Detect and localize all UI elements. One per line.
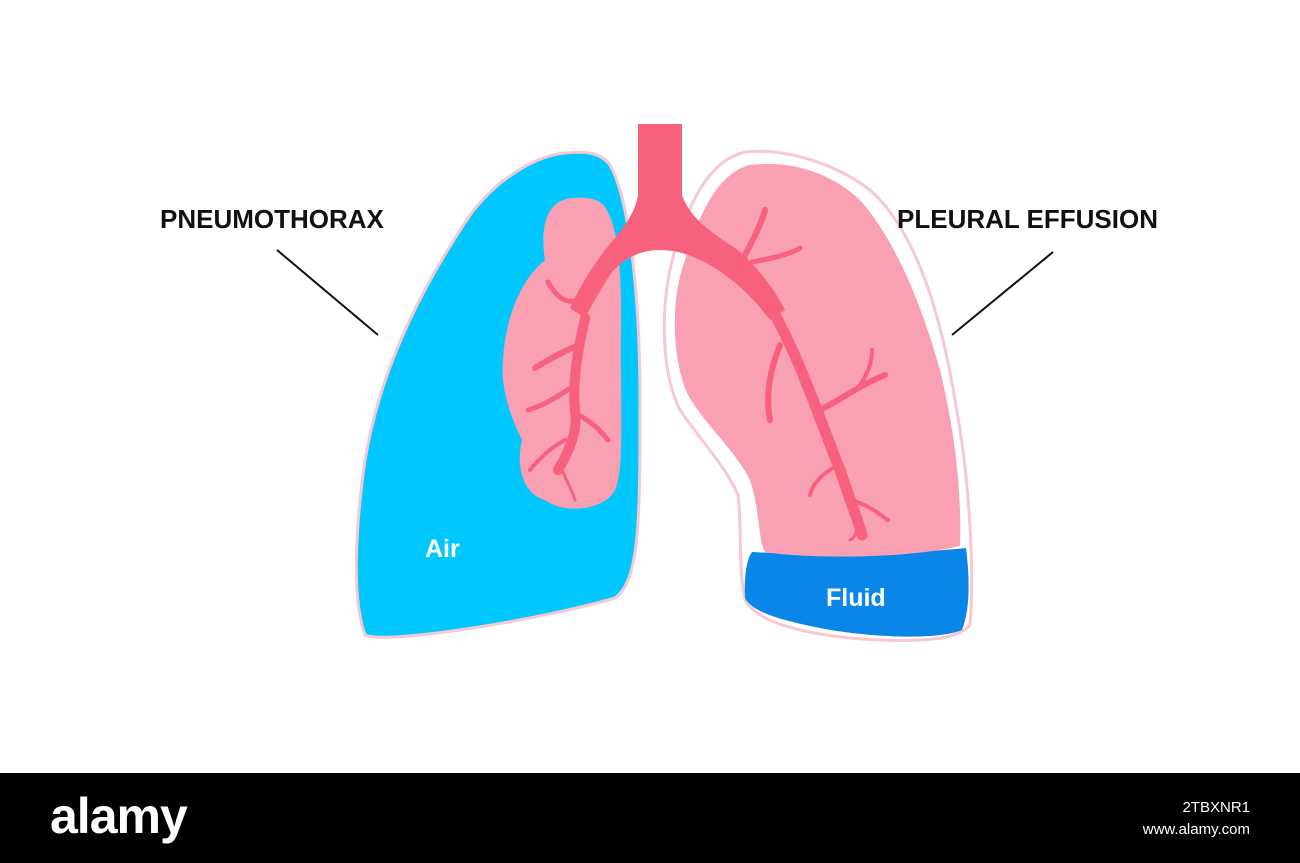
image-id: 2TBXNR1: [1182, 799, 1250, 816]
site-url: www.alamy.com: [1142, 821, 1250, 838]
right-pleural-fluid: [744, 548, 969, 637]
image-credit: 2TBXNR1 www.alamy.com: [1143, 797, 1250, 841]
pleural-effusion-label: PLEURAL EFFUSION: [897, 204, 1158, 234]
lungs-diagram: [276, 124, 1054, 642]
fluid-label: Fluid: [826, 584, 886, 612]
pneumothorax-label: PNEUMOTHORAX: [160, 204, 384, 234]
pneumothorax-leader-line: [276, 249, 379, 336]
brand-logo: alamy: [50, 788, 188, 844]
pleural-effusion-leader-line: [951, 251, 1054, 336]
air-label: Air: [425, 535, 460, 563]
right-bronchial-tree: [737, 207, 890, 542]
right-pleural-outline: [662, 149, 974, 642]
trachea: [570, 124, 785, 320]
left-bronchial-tree: [525, 279, 611, 502]
watermark-footer: alamy 2TBXNR1 www.alamy.com: [0, 773, 1300, 863]
